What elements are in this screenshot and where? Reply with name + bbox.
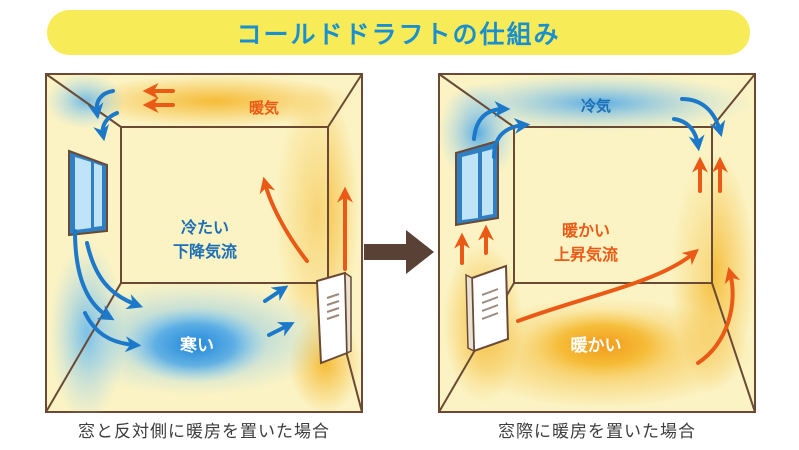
label-cold-air: 冷気 [581, 97, 611, 115]
label-warm-air-1: 暖かい [562, 221, 610, 240]
room-diagram-right: 冷気 暖かい 上昇気流 暖かい [438, 73, 756, 413]
label-cold-air-2: 下降気流 [173, 242, 237, 261]
cold-air-arrows [472, 97, 726, 159]
heater-icon [315, 271, 352, 365]
label-cold-air-1: 冷たい [181, 218, 229, 237]
title-banner: コールドドラフトの仕組み [47, 10, 750, 55]
room-back-wall [513, 126, 713, 284]
room-back-wall [120, 126, 329, 284]
caption-right: 窓際に暖房を置いた場合 [498, 422, 696, 442]
label-warm-air-2: 上昇気流 [554, 245, 618, 264]
warm-air-arrows [454, 156, 741, 365]
transition-arrow-icon [362, 222, 436, 282]
label-warm-air: 暖気 [249, 99, 279, 117]
cold-air-arrows [73, 89, 295, 353]
warm-air-arrows [142, 83, 353, 271]
label-warm-floor: 暖かい [571, 335, 622, 356]
label-cold-floor: 寒い [180, 335, 214, 356]
heater-icon [465, 264, 510, 353]
title: コールドドラフトの仕組み [236, 19, 561, 49]
caption-left: 窓と反対側に暖房を置いた場合 [78, 422, 330, 442]
window-icon [455, 139, 499, 227]
room-diagram-left: 暖気 冷たい 下降気流 寒い [45, 73, 363, 423]
window-icon [68, 149, 108, 237]
